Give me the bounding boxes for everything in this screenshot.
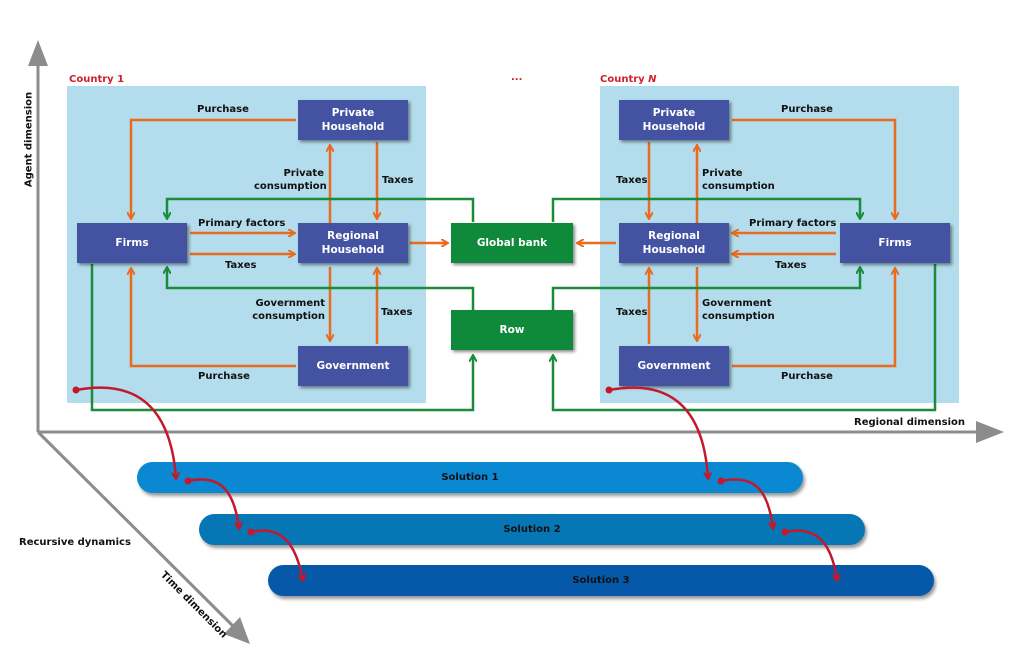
- country-n-label: Country N: [600, 74, 657, 85]
- c1-purchase-top-label: Purchase: [197, 104, 249, 115]
- cn-regional-household-box[interactable]: Regional Household: [619, 223, 729, 263]
- cn-dynamics-arrow-3: [785, 531, 837, 580]
- cn-purchase-top-label: Purchase: [781, 104, 833, 115]
- recursive-dynamics-label: Recursive dynamics: [19, 537, 131, 548]
- cn-taxes-ph-label: Taxes: [616, 175, 648, 186]
- cn-gov-consumption-label: Government consumption: [702, 298, 775, 322]
- time-axis-line: [36, 430, 237, 630]
- time-axis-arrowhead: [224, 617, 250, 644]
- c1-gov-consumption-label: Government consumption: [252, 298, 325, 322]
- cn-taxes-firms-label: Taxes: [775, 260, 807, 271]
- c1-private-household-box[interactable]: Private Household: [298, 100, 408, 140]
- bank-to-c1-firms-arrow: [167, 197, 475, 222]
- cn-firms-box[interactable]: Firms: [840, 223, 950, 263]
- row-to-cn-firms-arrow: [551, 268, 860, 310]
- c1-dynamics-arrow-3: [251, 531, 303, 580]
- cn-purchase-bottom-arrow: [732, 269, 895, 368]
- row-box[interactable]: Row: [451, 310, 573, 350]
- c1-government-box[interactable]: Government: [298, 346, 408, 386]
- c1-dynamics-arrow-1: [76, 386, 176, 478]
- cn-private-consumption-label: Private consumption: [702, 168, 775, 192]
- cn-primary-factors-label: Primary factors: [749, 218, 837, 229]
- row-to-c1-firms-arrow: [167, 268, 475, 310]
- c1-purchase-top-arrow: [131, 118, 296, 218]
- c1-firms-box[interactable]: Firms: [77, 223, 187, 263]
- c1-taxes-firms-label: Taxes: [225, 260, 257, 271]
- c1-regional-household-box[interactable]: Regional Household: [298, 223, 408, 263]
- c1-firms-to-row-arrow: [90, 264, 473, 412]
- cn-purchase-top-arrow: [732, 118, 895, 218]
- c1-primary-factors-label: Primary factors: [198, 218, 286, 229]
- c1-private-consumption-label: Private consumption: [254, 168, 327, 192]
- global-bank-box[interactable]: Global bank: [451, 223, 573, 263]
- country-ellipsis: ...: [511, 72, 523, 83]
- cn-private-household-box[interactable]: Private Household: [619, 100, 729, 140]
- agent-dimension-label: Agent dimension: [23, 91, 35, 188]
- regional-axis-arrowhead: [976, 421, 1004, 443]
- cn-firms-to-row-arrow: [553, 264, 937, 412]
- c1-purchase-bottom-label: Purchase: [198, 371, 250, 382]
- cn-government-box[interactable]: Government: [619, 346, 729, 386]
- country-n-label-prefix: Country: [600, 74, 649, 85]
- c1-taxes-ph-label: Taxes: [382, 175, 414, 186]
- cn-dynamics-arrow-1: [609, 386, 708, 478]
- c1-dynamics-arrow-2: [188, 479, 239, 528]
- cn-taxes-gov-label: Taxes: [616, 307, 648, 318]
- cn-purchase-bottom-label: Purchase: [781, 371, 833, 382]
- c1-taxes-gov-label: Taxes: [381, 307, 413, 318]
- bank-to-cn-firms-arrow: [551, 197, 860, 222]
- country-n-label-index: N: [648, 74, 657, 85]
- country-1-label: Country 1: [69, 74, 125, 85]
- regional-dimension-label: Regional dimension: [854, 417, 965, 428]
- agent-axis-arrowhead: [28, 40, 48, 66]
- cn-dynamics-arrow-2: [721, 479, 773, 528]
- c1-purchase-bottom-arrow: [131, 269, 296, 368]
